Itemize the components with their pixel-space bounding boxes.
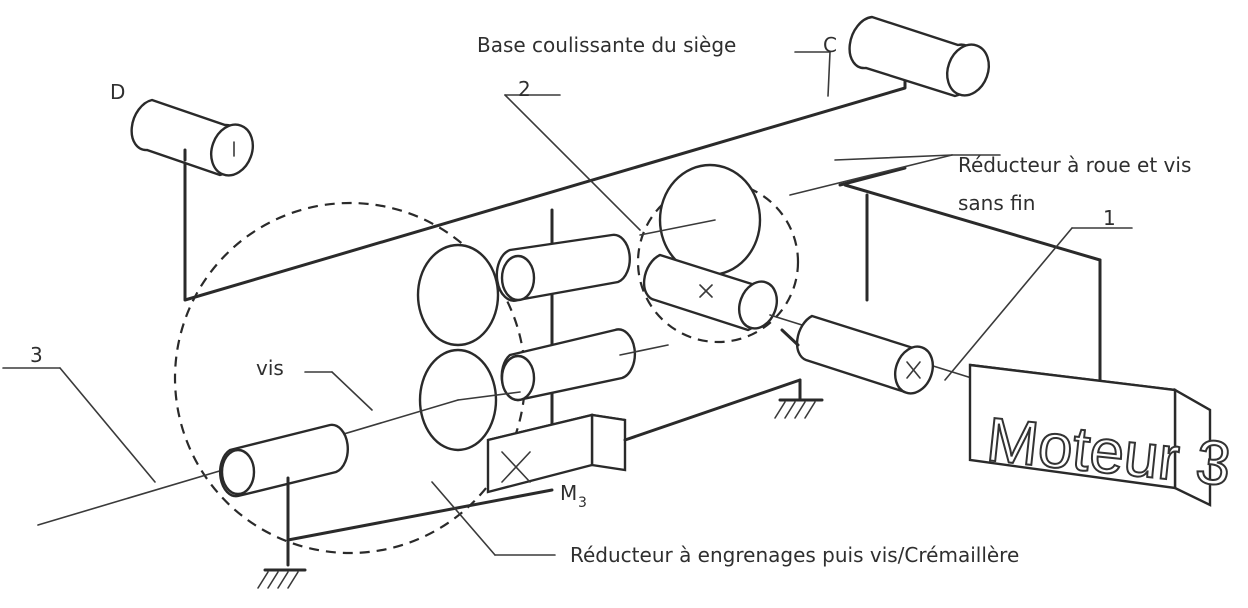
screw-rack-shaft xyxy=(37,399,554,567)
label-1: 1 xyxy=(1103,206,1116,230)
seat-sliding-base xyxy=(183,78,1102,442)
diagram-labels: Base coulissante du siège C D Réducteur … xyxy=(30,33,1191,567)
roller-d xyxy=(130,98,254,177)
label-base: Base coulissante du siège xyxy=(477,33,736,57)
motor-shaft-1 xyxy=(769,314,1011,395)
label-worm-reducer-2: sans fin xyxy=(958,191,1035,215)
label-vis: vis xyxy=(256,356,284,380)
label-d: D xyxy=(110,80,125,104)
label-worm-reducer-1: Réducteur à roue et vis xyxy=(958,153,1191,177)
roller-c xyxy=(848,15,990,98)
ground-symbols xyxy=(257,378,824,589)
motor-m3 xyxy=(486,378,802,494)
label-m3: M xyxy=(560,481,577,505)
label-c: C xyxy=(823,33,837,57)
label-3: 3 xyxy=(30,343,43,367)
label-2: 2 xyxy=(518,77,531,101)
label-m3-subscript: 3 xyxy=(578,495,587,511)
gear-reducer xyxy=(173,201,669,555)
label-gear-reducer: Réducteur à engrenages puis vis/Crémaill… xyxy=(570,543,1019,567)
motor-3: Moteur 3 xyxy=(968,363,1235,507)
worm-gear-reducer xyxy=(636,163,800,344)
leader-lines xyxy=(2,51,1133,556)
